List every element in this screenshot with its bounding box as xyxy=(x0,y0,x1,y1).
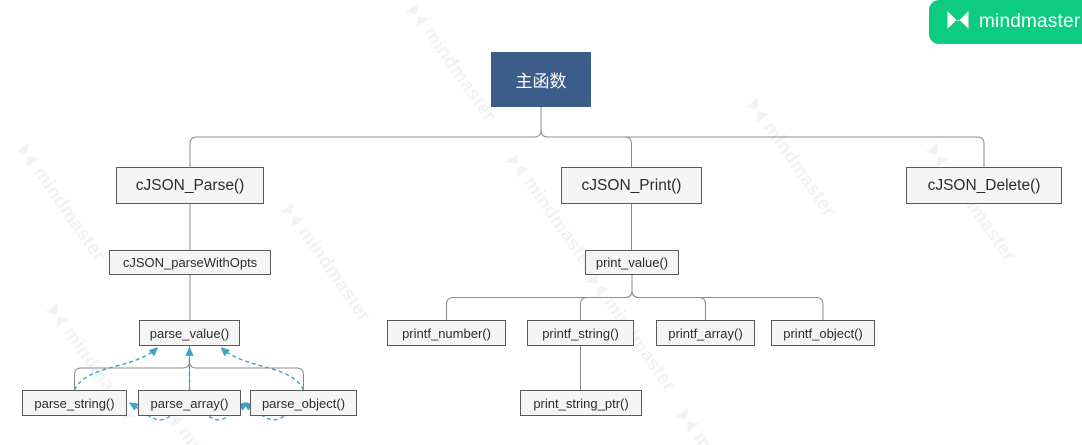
node-printf_string[interactable]: printf_string() xyxy=(527,320,634,346)
relation-parse_object-to-parse_value xyxy=(221,348,303,390)
edge-print_value-to-printf_object xyxy=(632,275,823,320)
edge-print_value-to-printf_string xyxy=(581,275,633,320)
node-label: print_string_ptr() xyxy=(533,396,628,411)
node-label: printf_array() xyxy=(668,326,742,341)
node-label: parse_value() xyxy=(150,326,230,341)
edge-root-to-cjson_delete xyxy=(541,107,984,167)
watermark-label: mindmaster xyxy=(28,163,110,266)
mindmaster-bowtie-logo-icon xyxy=(946,10,970,35)
watermark-label: mindmaster xyxy=(688,428,770,445)
node-label: print_value() xyxy=(596,255,668,270)
edge-root-to-cjson_print xyxy=(541,107,632,167)
node-label: parse_array() xyxy=(150,396,228,411)
node-label: 主函数 xyxy=(516,67,567,92)
node-printf_object[interactable]: printf_object() xyxy=(771,320,875,346)
node-cjson_delete[interactable]: cJSON_Delete() xyxy=(906,167,1062,204)
node-parse_object[interactable]: parse_object() xyxy=(250,390,357,416)
watermark-label: mindmaster xyxy=(418,23,500,126)
node-label: parse_string() xyxy=(34,396,114,411)
node-printf_number[interactable]: printf_number() xyxy=(387,320,506,346)
watermark: mindmaster xyxy=(402,0,500,126)
mindmaster-badge[interactable]: mindmaster xyxy=(929,0,1082,44)
watermark-label: mindmaster xyxy=(758,118,840,221)
node-label: cJSON_Delete() xyxy=(928,177,1041,195)
node-parse_string[interactable]: parse_string() xyxy=(22,390,127,416)
edge-print_value-to-printf_number xyxy=(447,275,633,320)
watermark-label: mindmaster xyxy=(173,423,255,445)
watermark-logo-icon xyxy=(404,1,431,29)
node-label: cJSON_parseWithOpts xyxy=(123,255,257,270)
watermark: mindmaster xyxy=(672,405,770,445)
node-parse_with_opts[interactable]: cJSON_parseWithOpts xyxy=(109,250,271,275)
node-printf_array[interactable]: printf_array() xyxy=(656,320,755,346)
watermark: mindmaster xyxy=(277,200,375,326)
node-cjson_parse[interactable]: cJSON_Parse() xyxy=(116,167,264,204)
node-label: parse_object() xyxy=(262,396,345,411)
watermark-logo-icon xyxy=(279,201,306,229)
node-root[interactable]: 主函数 xyxy=(491,52,591,107)
relation-parse_string-to-parse_value xyxy=(75,348,158,390)
watermark: mindmaster xyxy=(12,140,110,266)
watermark-logo-icon xyxy=(674,406,701,434)
node-parse_array[interactable]: parse_array() xyxy=(138,390,241,416)
edge-root-to-cjson_parse xyxy=(190,107,541,167)
watermark-logo-icon xyxy=(14,141,41,169)
node-label: printf_string() xyxy=(542,326,619,341)
watermark-label: mindmaster xyxy=(293,223,375,326)
brand-label: mindmaster xyxy=(979,11,1080,33)
tree-edges xyxy=(75,107,985,390)
watermark-logo-icon xyxy=(584,271,611,299)
watermark-logo-icon xyxy=(44,301,71,329)
watermark-logo-icon xyxy=(744,96,771,124)
node-parse_value[interactable]: parse_value() xyxy=(139,320,240,346)
edge-print_value-to-printf_array xyxy=(632,275,706,320)
watermark-logo-icon xyxy=(924,141,951,169)
node-label: printf_number() xyxy=(402,326,491,341)
watermark-logo-icon xyxy=(504,151,531,179)
node-print_string_ptr[interactable]: print_string_ptr() xyxy=(520,390,642,416)
node-cjson_print[interactable]: cJSON_Print() xyxy=(561,167,702,204)
edge-parse_value-to-parse_string xyxy=(75,346,190,390)
watermark: mindmaster xyxy=(742,95,840,221)
node-label: printf_object() xyxy=(783,326,862,341)
edge-parse_value-to-parse_object xyxy=(190,346,304,390)
node-print_value[interactable]: print_value() xyxy=(585,250,679,275)
node-label: cJSON_Parse() xyxy=(136,177,245,195)
node-label: cJSON_Print() xyxy=(582,177,682,195)
